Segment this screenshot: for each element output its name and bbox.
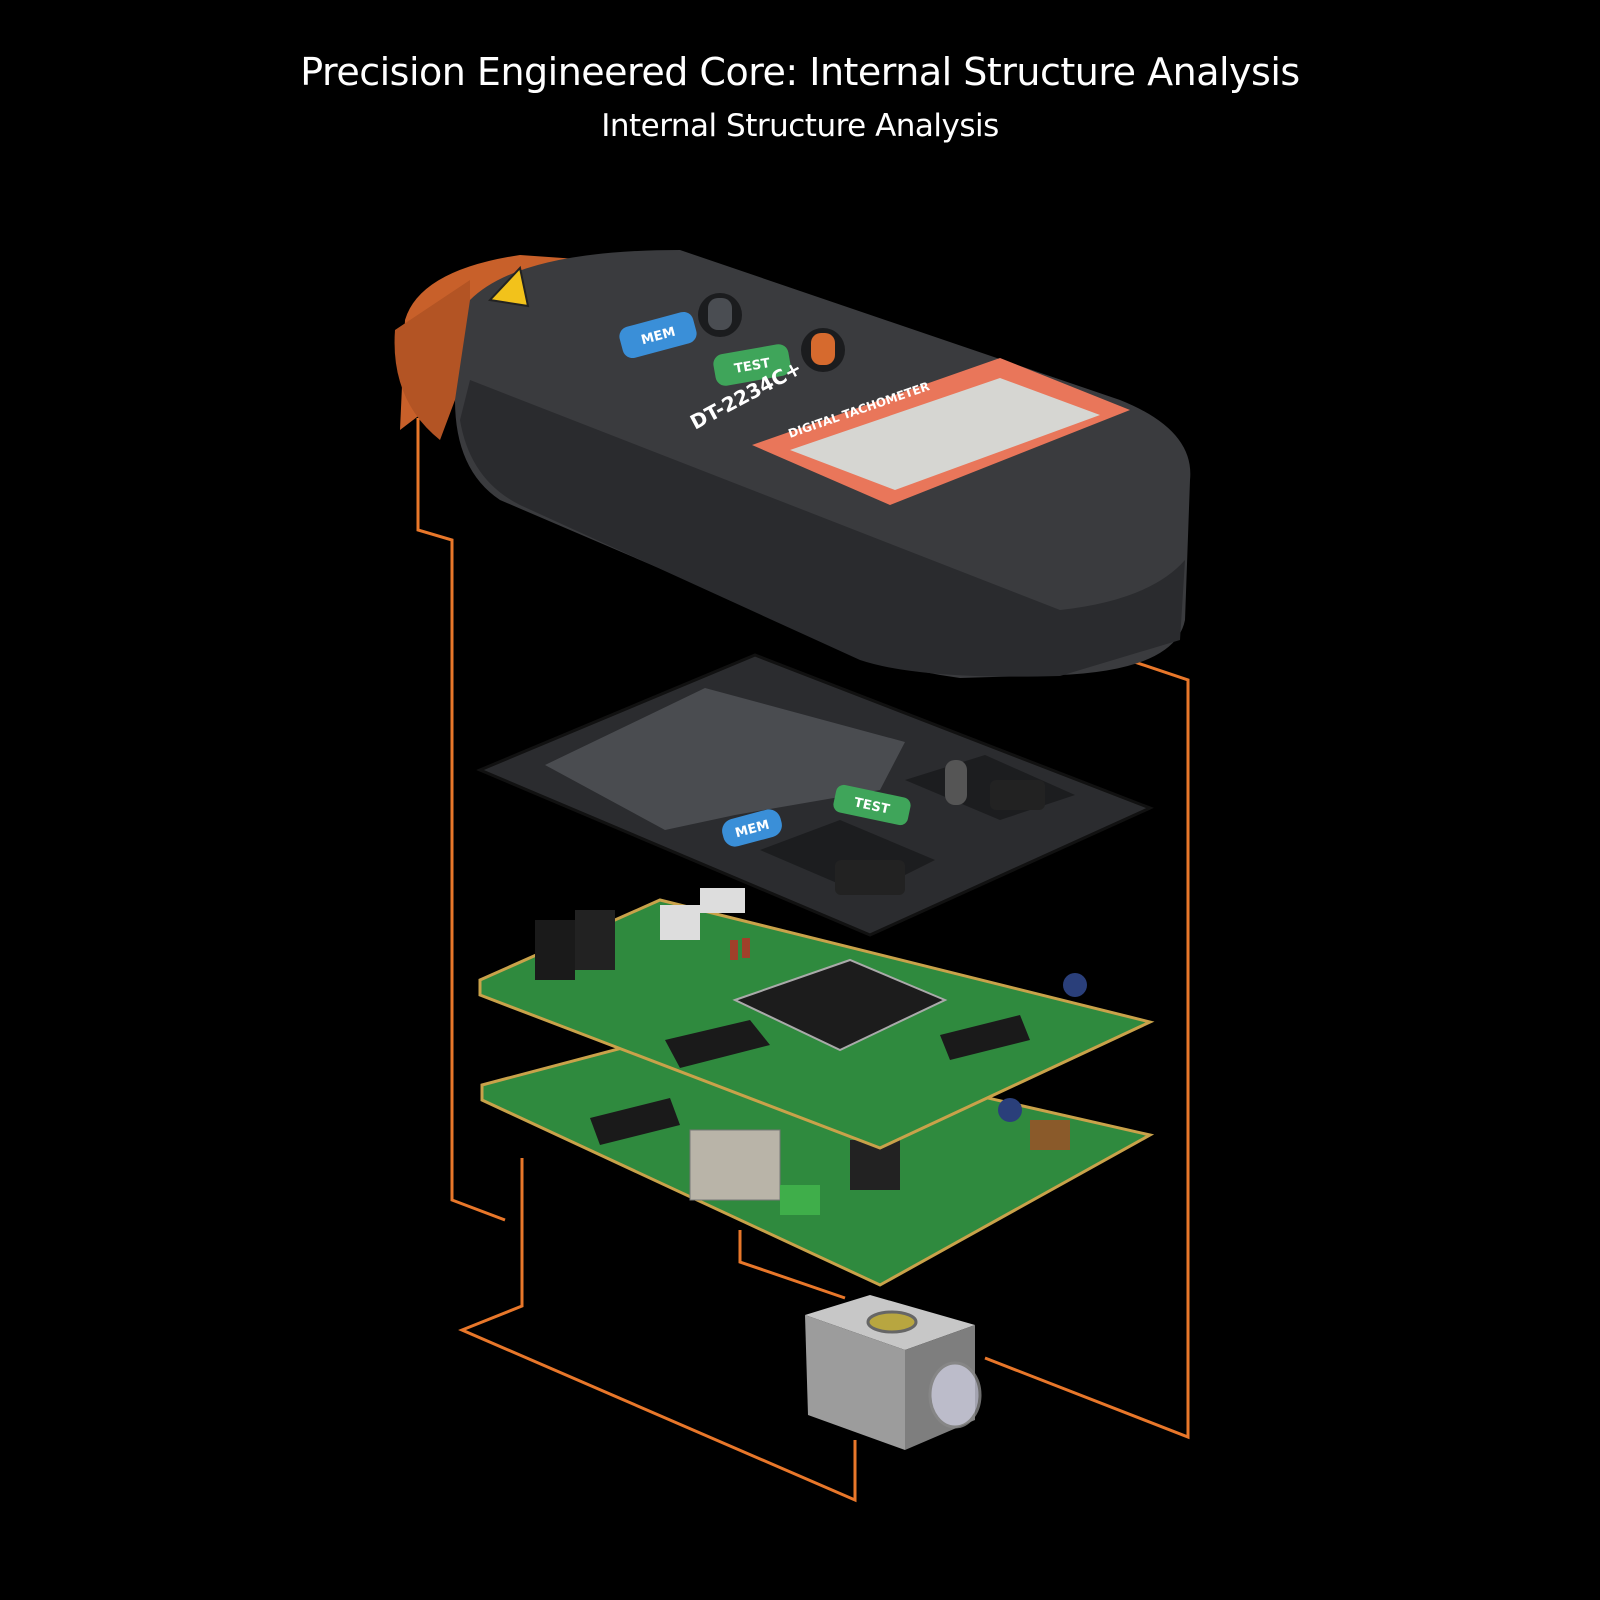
callout-line-lower-left: [458, 1158, 857, 1503]
callout-line-left: [416, 418, 506, 1222]
faceplate-mem-label: MEM: [722, 809, 782, 847]
main-pcb: [478, 888, 1155, 1150]
laser-warning-icon: [487, 265, 530, 308]
page-subtitle: Internal Structure Analysis: [601, 108, 999, 144]
test-button-label: TEST: [733, 356, 771, 377]
callout-line-pcb: [738, 1230, 846, 1300]
page-title: Precision Engineered Core: Internal Stru…: [300, 50, 1300, 94]
faceplate-test-text: TEST: [853, 795, 891, 817]
faceplate-test-label: TEST: [833, 784, 911, 826]
sensor-module: [805, 1295, 982, 1450]
test-button: TEST: [713, 344, 791, 386]
mem-button: MEM: [619, 311, 697, 359]
tachometer-housing: MEM TEST DT-2234C+ DIGITAL TACHOMETER: [394, 250, 1191, 678]
inner-faceplate: MEM TEST: [476, 653, 1154, 937]
